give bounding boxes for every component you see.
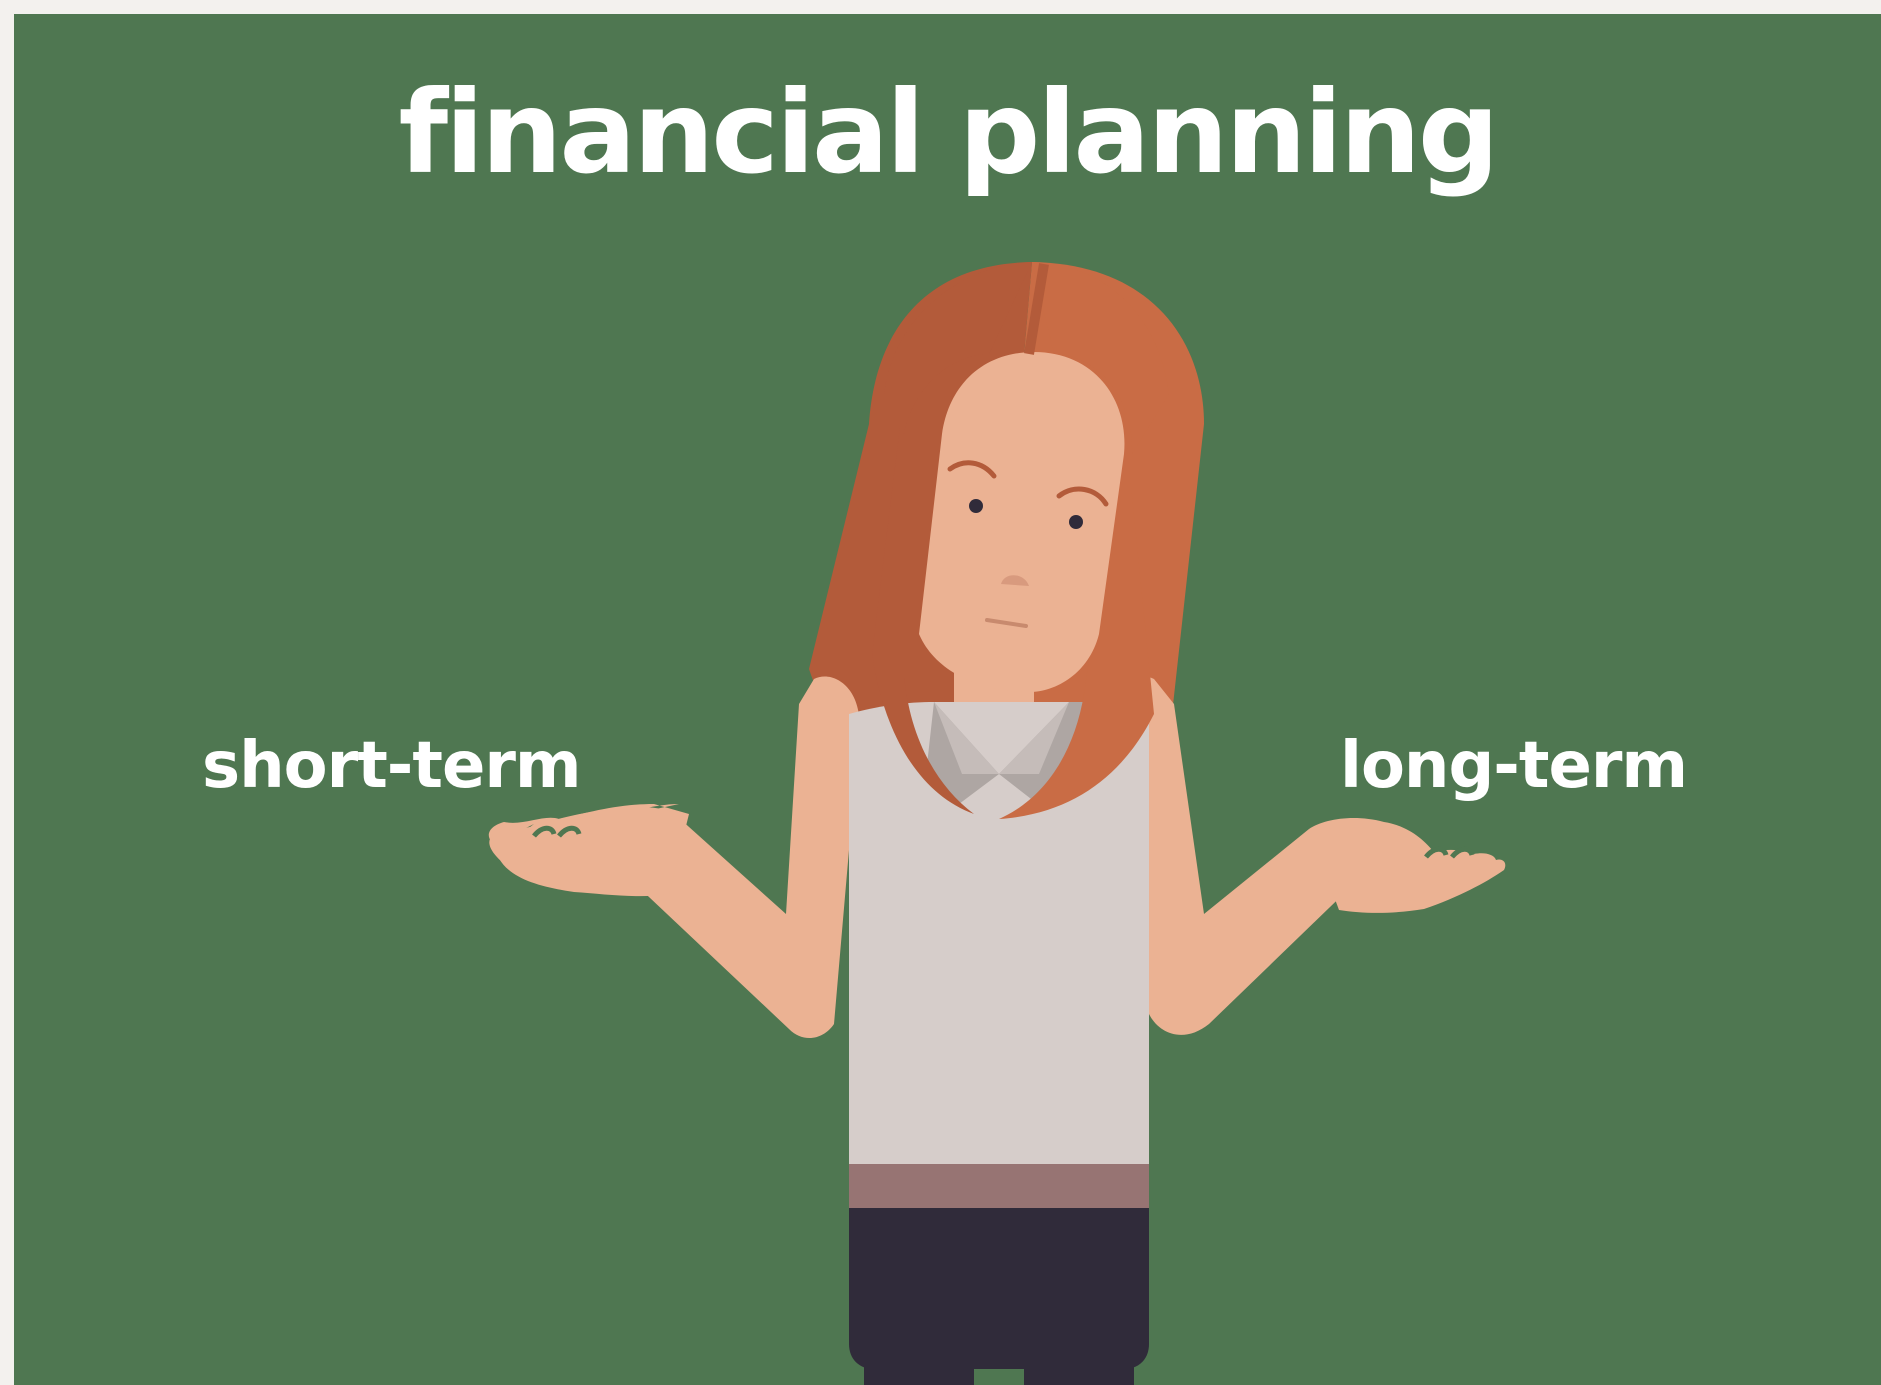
- belt: [849, 1164, 1149, 1208]
- left-arm: [488, 676, 860, 1039]
- right-arm: [1121, 676, 1506, 1035]
- face: [919, 352, 1125, 693]
- shirt: [849, 702, 1149, 1164]
- shrugging-woman-illustration: [488, 262, 1506, 1385]
- page-title: financial planning: [398, 66, 1499, 199]
- hair-top: [884, 262, 1169, 454]
- long-term-label: long-term: [1340, 729, 1688, 803]
- illustration-frame: financial planning short-term long-term: [14, 14, 1881, 1385]
- short-term-label: short-term: [202, 729, 582, 803]
- pants: [849, 1208, 1149, 1385]
